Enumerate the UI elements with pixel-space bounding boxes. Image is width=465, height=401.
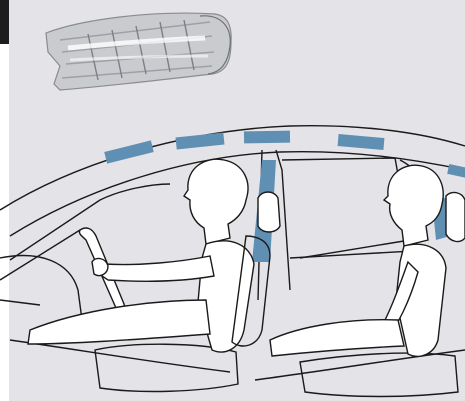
rear-head-restraint-icon — [446, 193, 465, 242]
airbag-zone-icon — [176, 133, 225, 150]
driver-hand — [92, 259, 108, 276]
airbag-zone-icon — [338, 134, 385, 150]
head-restraint-icon — [258, 192, 280, 232]
dashboard — [0, 256, 82, 320]
driver-leg — [28, 300, 210, 344]
driver-figure — [28, 159, 254, 352]
airbag-zone-icon — [104, 140, 153, 163]
driver-head — [184, 159, 248, 244]
passenger-head — [384, 165, 443, 246]
airbag-fastener-part-icon — [46, 13, 231, 90]
rear-seat — [446, 193, 465, 242]
airbag-zone-icon — [447, 164, 465, 178]
passenger-figure — [270, 165, 446, 356]
airbag-zone-icon — [244, 131, 290, 144]
driver-arm — [96, 256, 214, 281]
passenger-leg — [270, 320, 404, 356]
rear-seat-base — [300, 353, 458, 396]
